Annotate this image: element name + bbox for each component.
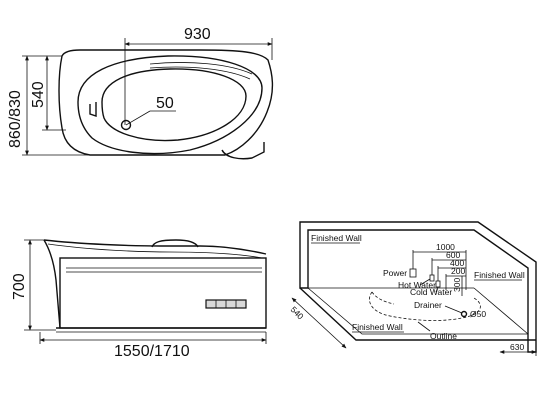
dim-600-label: 600 <box>446 250 460 260</box>
dim-1000-label: 1000 <box>436 242 455 252</box>
drain-leader <box>125 110 151 126</box>
drainer-circle <box>460 310 468 318</box>
dim-860-label: 860/830 <box>7 90 24 148</box>
dim-400-label: 400 <box>450 258 464 268</box>
top-view: 50 930 860/830 540 <box>7 26 274 160</box>
side-view-rim <box>43 239 267 255</box>
top-view-inner-rim <box>77 55 263 155</box>
drain-diameter-label: Ø50 <box>470 309 486 319</box>
drainer-label: Drainer <box>414 300 442 310</box>
back-wall <box>299 221 537 353</box>
tub-outline-dashed <box>369 291 481 321</box>
power-box <box>409 268 417 278</box>
top-view-rim-detail-2 <box>149 66 251 80</box>
top-view-headrest <box>89 102 97 117</box>
outline-leader <box>417 321 431 332</box>
install-view: 1000 600 400 200 300 Power Hot Water Col… <box>289 221 537 356</box>
hot-water-label: Hot Water <box>398 280 436 290</box>
finished-wall-right-label: Finished Wall <box>474 270 525 280</box>
dim-540-install-line <box>291 297 347 349</box>
drainer-leader <box>444 305 463 314</box>
side-view-left-wall <box>43 239 61 329</box>
floor-right-edge <box>473 287 529 335</box>
side-view-headrest <box>151 239 199 248</box>
dim-200-label: 200 <box>451 266 465 276</box>
cold-water-leader <box>435 286 439 293</box>
side-view-rim-inner <box>47 243 263 259</box>
dim-540-install-label: 540 <box>289 304 306 321</box>
outline-label: Outline <box>430 331 457 341</box>
top-view-rim-detail <box>149 62 253 75</box>
dim-700-label: 700 <box>11 273 28 300</box>
finished-wall-floor-label: Finished Wall <box>352 322 403 332</box>
dim-540-top-label: 540 <box>30 81 47 108</box>
dim-1550-label: 1550/1710 <box>114 343 190 360</box>
top-view-basin <box>101 68 247 142</box>
tub-outline-dashed-2 <box>371 291 395 305</box>
side-view: 700 1550/1710 <box>11 239 267 360</box>
drain-circle <box>120 119 132 131</box>
finished-wall-back-label: Finished Wall <box>311 233 362 243</box>
drain-dim-label: 50 <box>156 95 174 112</box>
dim-300-label: 300 <box>452 278 462 292</box>
power-label: Power <box>383 268 407 278</box>
top-view-outer-shell <box>58 49 274 156</box>
hot-water-leader <box>419 278 431 286</box>
cold-water-label: Cold Water <box>410 287 452 297</box>
side-view-skirt <box>59 257 267 329</box>
top-view-side-bulge <box>221 142 265 160</box>
dim-630-label: 630 <box>510 342 524 352</box>
dim-930-label: 930 <box>184 26 211 43</box>
